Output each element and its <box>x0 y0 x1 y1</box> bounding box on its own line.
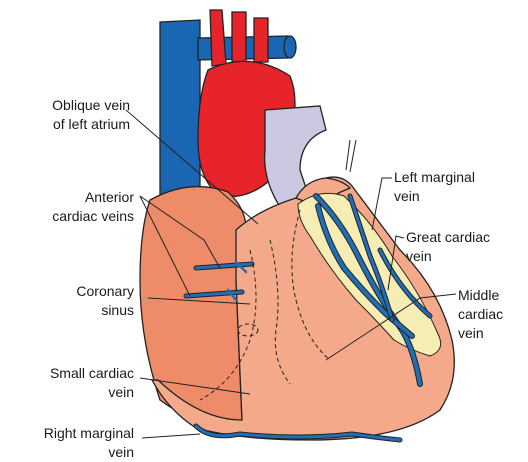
label-oblique-vein: Oblique vein of left atrium <box>10 96 130 134</box>
label-great-cardiac-vein: Great cardiac vein <box>406 228 526 266</box>
label-right-marginal-vein: Right marginal vein <box>10 424 134 462</box>
label-coronary-sinus: Coronary sinus <box>10 282 134 320</box>
label-middle-cardiac-vein: Middle cardiac vein <box>458 286 526 343</box>
label-small-cardiac-vein: Small cardiac vein <box>10 364 134 402</box>
label-anterior-cardiac-veins: Anterior cardiac veins <box>10 188 134 226</box>
label-left-marginal-vein: Left marginal vein <box>394 168 524 206</box>
